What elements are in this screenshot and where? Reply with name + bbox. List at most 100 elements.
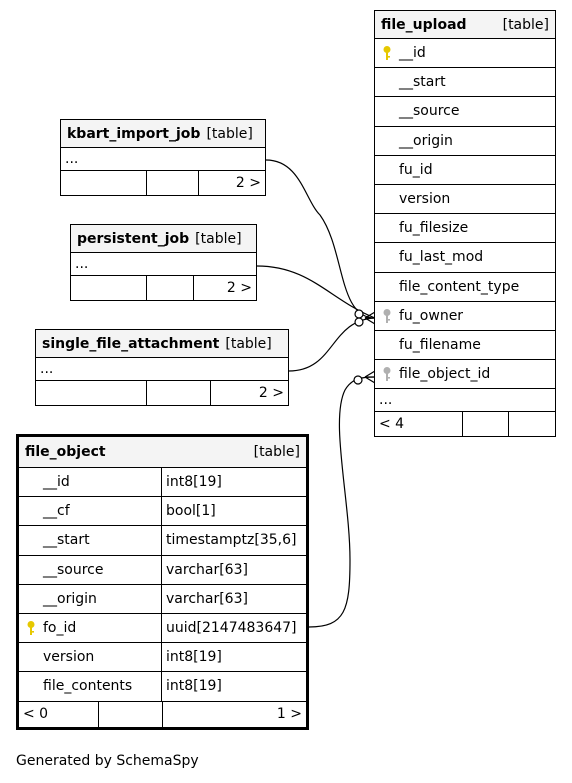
column-name: __id <box>43 474 70 491</box>
children-count: 2 > <box>226 280 252 296</box>
column-row[interactable]: __start timestamptz[35,6] <box>19 526 306 556</box>
column-name: __start <box>43 532 90 549</box>
columns-count <box>99 701 163 727</box>
table-footer: 2 > <box>71 276 256 300</box>
column-name: fu_filesize <box>399 220 469 237</box>
table-footer: 2 > <box>61 171 265 195</box>
single-file-attachment-table[interactable]: single_file_attachment [table] ... 2 > <box>35 329 289 406</box>
column-name-cell: __id <box>19 468 162 497</box>
edge-file-object-to-file-upload <box>308 376 376 628</box>
children-count: 2 > <box>235 175 261 191</box>
column-row[interactable]: __source varchar[63] <box>19 555 306 585</box>
generated-by-caption: Generated by SchemaSpy <box>16 753 199 769</box>
column-row[interactable]: fu_owner <box>375 302 555 331</box>
column-type: timestamptz[35,6] <box>166 532 297 549</box>
table-kind: [table] <box>195 230 242 247</box>
column-name: __origin <box>43 590 97 607</box>
column-row[interactable]: __origin <box>375 127 555 156</box>
children-count <box>509 412 555 436</box>
columns-count <box>147 171 199 195</box>
column-name: file_content_type <box>399 278 520 295</box>
column-name-cell: fo_id <box>19 613 162 643</box>
column-name: __source <box>399 103 460 120</box>
table-kind: [table] <box>253 444 300 460</box>
key-slot <box>19 620 43 636</box>
column-row[interactable]: file_contents int8[19] <box>19 672 306 702</box>
table-header: single_file_attachment [table] <box>36 330 288 358</box>
table-name: file_object <box>25 444 106 460</box>
edge-single-attachment-to-file-upload <box>288 317 376 372</box>
table-name: persistent_job <box>77 230 190 247</box>
edge-kbart-to-file-upload <box>265 159 376 319</box>
file-object-footer: < 0 1 > <box>19 701 306 727</box>
table-header: persistent_job [table] <box>71 225 256 253</box>
foreign-key-icon <box>383 367 391 382</box>
file-object-id-connector-icon <box>353 370 376 385</box>
parents-count: < 0 <box>19 701 99 727</box>
primary-key-icon <box>27 621 35 636</box>
column-row[interactable]: __id <box>375 39 555 69</box>
column-type: int8[19] <box>166 678 222 695</box>
column-row[interactable]: fu_filename <box>375 331 555 361</box>
column-name: version <box>43 649 95 666</box>
column-row[interactable]: file_object_id <box>375 360 555 390</box>
parents-count <box>71 276 147 300</box>
column-row[interactable]: version <box>375 185 555 215</box>
table-ellipsis: ... <box>36 358 288 381</box>
column-row[interactable]: fu_last_mod <box>375 243 555 273</box>
kbart-import-job-table[interactable]: kbart_import_job [table] ... 2 > <box>60 119 266 196</box>
file-object-header: file_object [table] <box>19 437 306 468</box>
table-name: kbart_import_job <box>67 125 201 142</box>
column-row[interactable]: fu_id <box>375 156 555 185</box>
column-row[interactable]: __origin varchar[63] <box>19 584 306 614</box>
children-count: 1 > <box>276 706 302 722</box>
children-count: 2 > <box>258 385 284 401</box>
column-row[interactable]: file_content_type <box>375 273 555 302</box>
columns-count <box>147 276 194 300</box>
column-row[interactable]: __source <box>375 97 555 127</box>
table-ellipsis: ... <box>61 148 265 171</box>
fu-owner-connector-icon <box>354 309 376 327</box>
column-type: uuid[2147483647] <box>166 620 297 637</box>
column-type: varchar[63] <box>166 561 248 578</box>
column-name: file_contents <box>43 678 133 695</box>
table-kind: [table] <box>225 335 272 352</box>
column-name-cell: version <box>19 643 162 672</box>
table-header: kbart_import_job [table] <box>61 120 265 148</box>
column-type: int8[19] <box>166 474 222 491</box>
table-name: file_upload <box>381 16 467 33</box>
column-name-cell: __source <box>19 555 162 584</box>
parents-count <box>61 171 147 195</box>
column-name: __id <box>399 45 426 62</box>
column-name-cell: __cf <box>19 497 162 526</box>
column-name-cell: file_contents <box>19 672 162 701</box>
column-name: __source <box>43 561 104 578</box>
key-slot <box>375 366 399 382</box>
column-name: version <box>399 191 451 208</box>
file-upload-ellipsis: ... <box>375 389 555 413</box>
columns-count <box>463 412 509 437</box>
file-upload-table[interactable]: file_upload [table] __id __start __source _… <box>374 10 556 438</box>
column-name: __origin <box>399 132 453 149</box>
column-name: fu_filename <box>399 336 481 353</box>
column-row[interactable]: fu_filesize <box>375 214 555 244</box>
column-name: __cf <box>43 503 70 520</box>
table-name: single_file_attachment <box>42 335 220 352</box>
column-row[interactable]: __id int8[19] <box>19 468 306 498</box>
file-upload-header: file_upload [table] <box>375 11 555 39</box>
column-name: fu_owner <box>399 307 464 324</box>
column-name: file_object_id <box>399 366 491 383</box>
table-kind: [table] <box>206 125 253 142</box>
table-kind: [table] <box>502 16 549 33</box>
table-ellipsis: ... <box>71 253 256 276</box>
column-name-cell: __start <box>19 526 162 555</box>
column-row[interactable]: __start <box>375 68 555 98</box>
persistent-job-table[interactable]: persistent_job [table] ... 2 > <box>70 224 257 301</box>
column-name-cell: __origin <box>19 584 162 613</box>
column-type: varchar[63] <box>166 590 248 607</box>
